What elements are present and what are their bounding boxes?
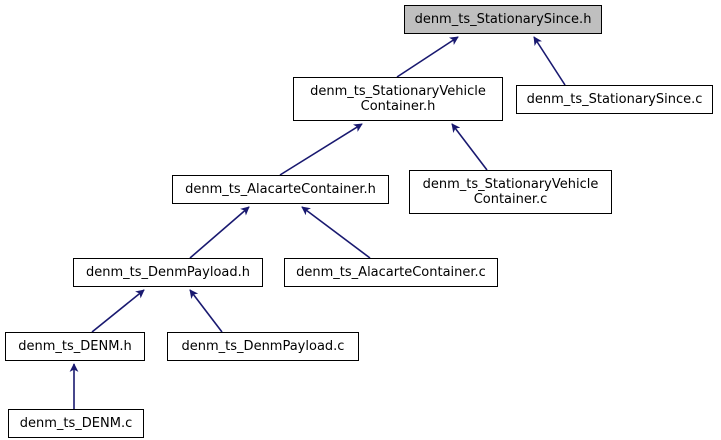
graph-node-label: denm_ts_DenmPayload.h xyxy=(85,265,250,280)
graph-edge-denm_payload_h-to-alacarte_container_h xyxy=(189,206,250,259)
graph-node-stationary_since_c[interactable]: denm_ts_StationarySince.c xyxy=(516,85,713,114)
graph-node-label: denm_ts_AlacarteContainer.h xyxy=(185,182,376,197)
graph-edge-stationary_vehicle_container_c-to-stationary_vehicle_container_h xyxy=(451,123,488,171)
graph-node-label: denm_ts_AlacarteContainer.c xyxy=(296,265,486,280)
graph-node-label: denm_ts_StationaryVehicle Container.c xyxy=(422,177,599,207)
graph-node-alacarte_container_h[interactable]: denm_ts_AlacarteContainer.h xyxy=(172,175,389,204)
graph-node-denm_payload_h[interactable]: denm_ts_DenmPayload.h xyxy=(73,258,263,287)
graph-edge-denm_h-to-denm_payload_h xyxy=(91,289,145,333)
graph-edge-stationary_vehicle_container_h-to-stationary_since_h xyxy=(396,36,459,78)
graph-node-denm_c[interactable]: denm_ts_DENM.c xyxy=(8,409,144,438)
graph-node-label: denm_ts_StationaryVehicle Container.h xyxy=(310,84,486,114)
graph-node-stationary_vehicle_container_c[interactable]: denm_ts_StationaryVehicle Container.c xyxy=(409,170,612,214)
graph-node-stationary_since_h[interactable]: denm_ts_StationarySince.h xyxy=(404,5,602,34)
graph-edge-stationary_since_c-to-stationary_since_h xyxy=(533,36,566,86)
graph-node-label: denm_ts_DENM.h xyxy=(18,339,132,354)
graph-node-label: denm_ts_StationarySince.h xyxy=(414,12,592,27)
graph-node-label: denm_ts_DenmPayload.c xyxy=(181,339,345,354)
graph-node-denm_payload_c[interactable]: denm_ts_DenmPayload.c xyxy=(167,332,359,361)
graph-edge-denm_payload_c-to-denm_payload_h xyxy=(189,289,223,333)
graph-node-denm_h[interactable]: denm_ts_DENM.h xyxy=(5,332,145,361)
graph-node-label: denm_ts_StationarySince.c xyxy=(526,92,703,107)
graph-node-alacarte_container_c[interactable]: denm_ts_AlacarteContainer.c xyxy=(284,258,498,287)
graph-node-stationary_vehicle_container_h[interactable]: denm_ts_StationaryVehicle Container.h xyxy=(293,77,503,121)
graph-node-label: denm_ts_DENM.c xyxy=(19,416,133,431)
graph-edge-alacarte_container_c-to-alacarte_container_h xyxy=(301,206,371,259)
graph-edge-alacarte_container_h-to-stationary_vehicle_container_h xyxy=(279,123,363,176)
